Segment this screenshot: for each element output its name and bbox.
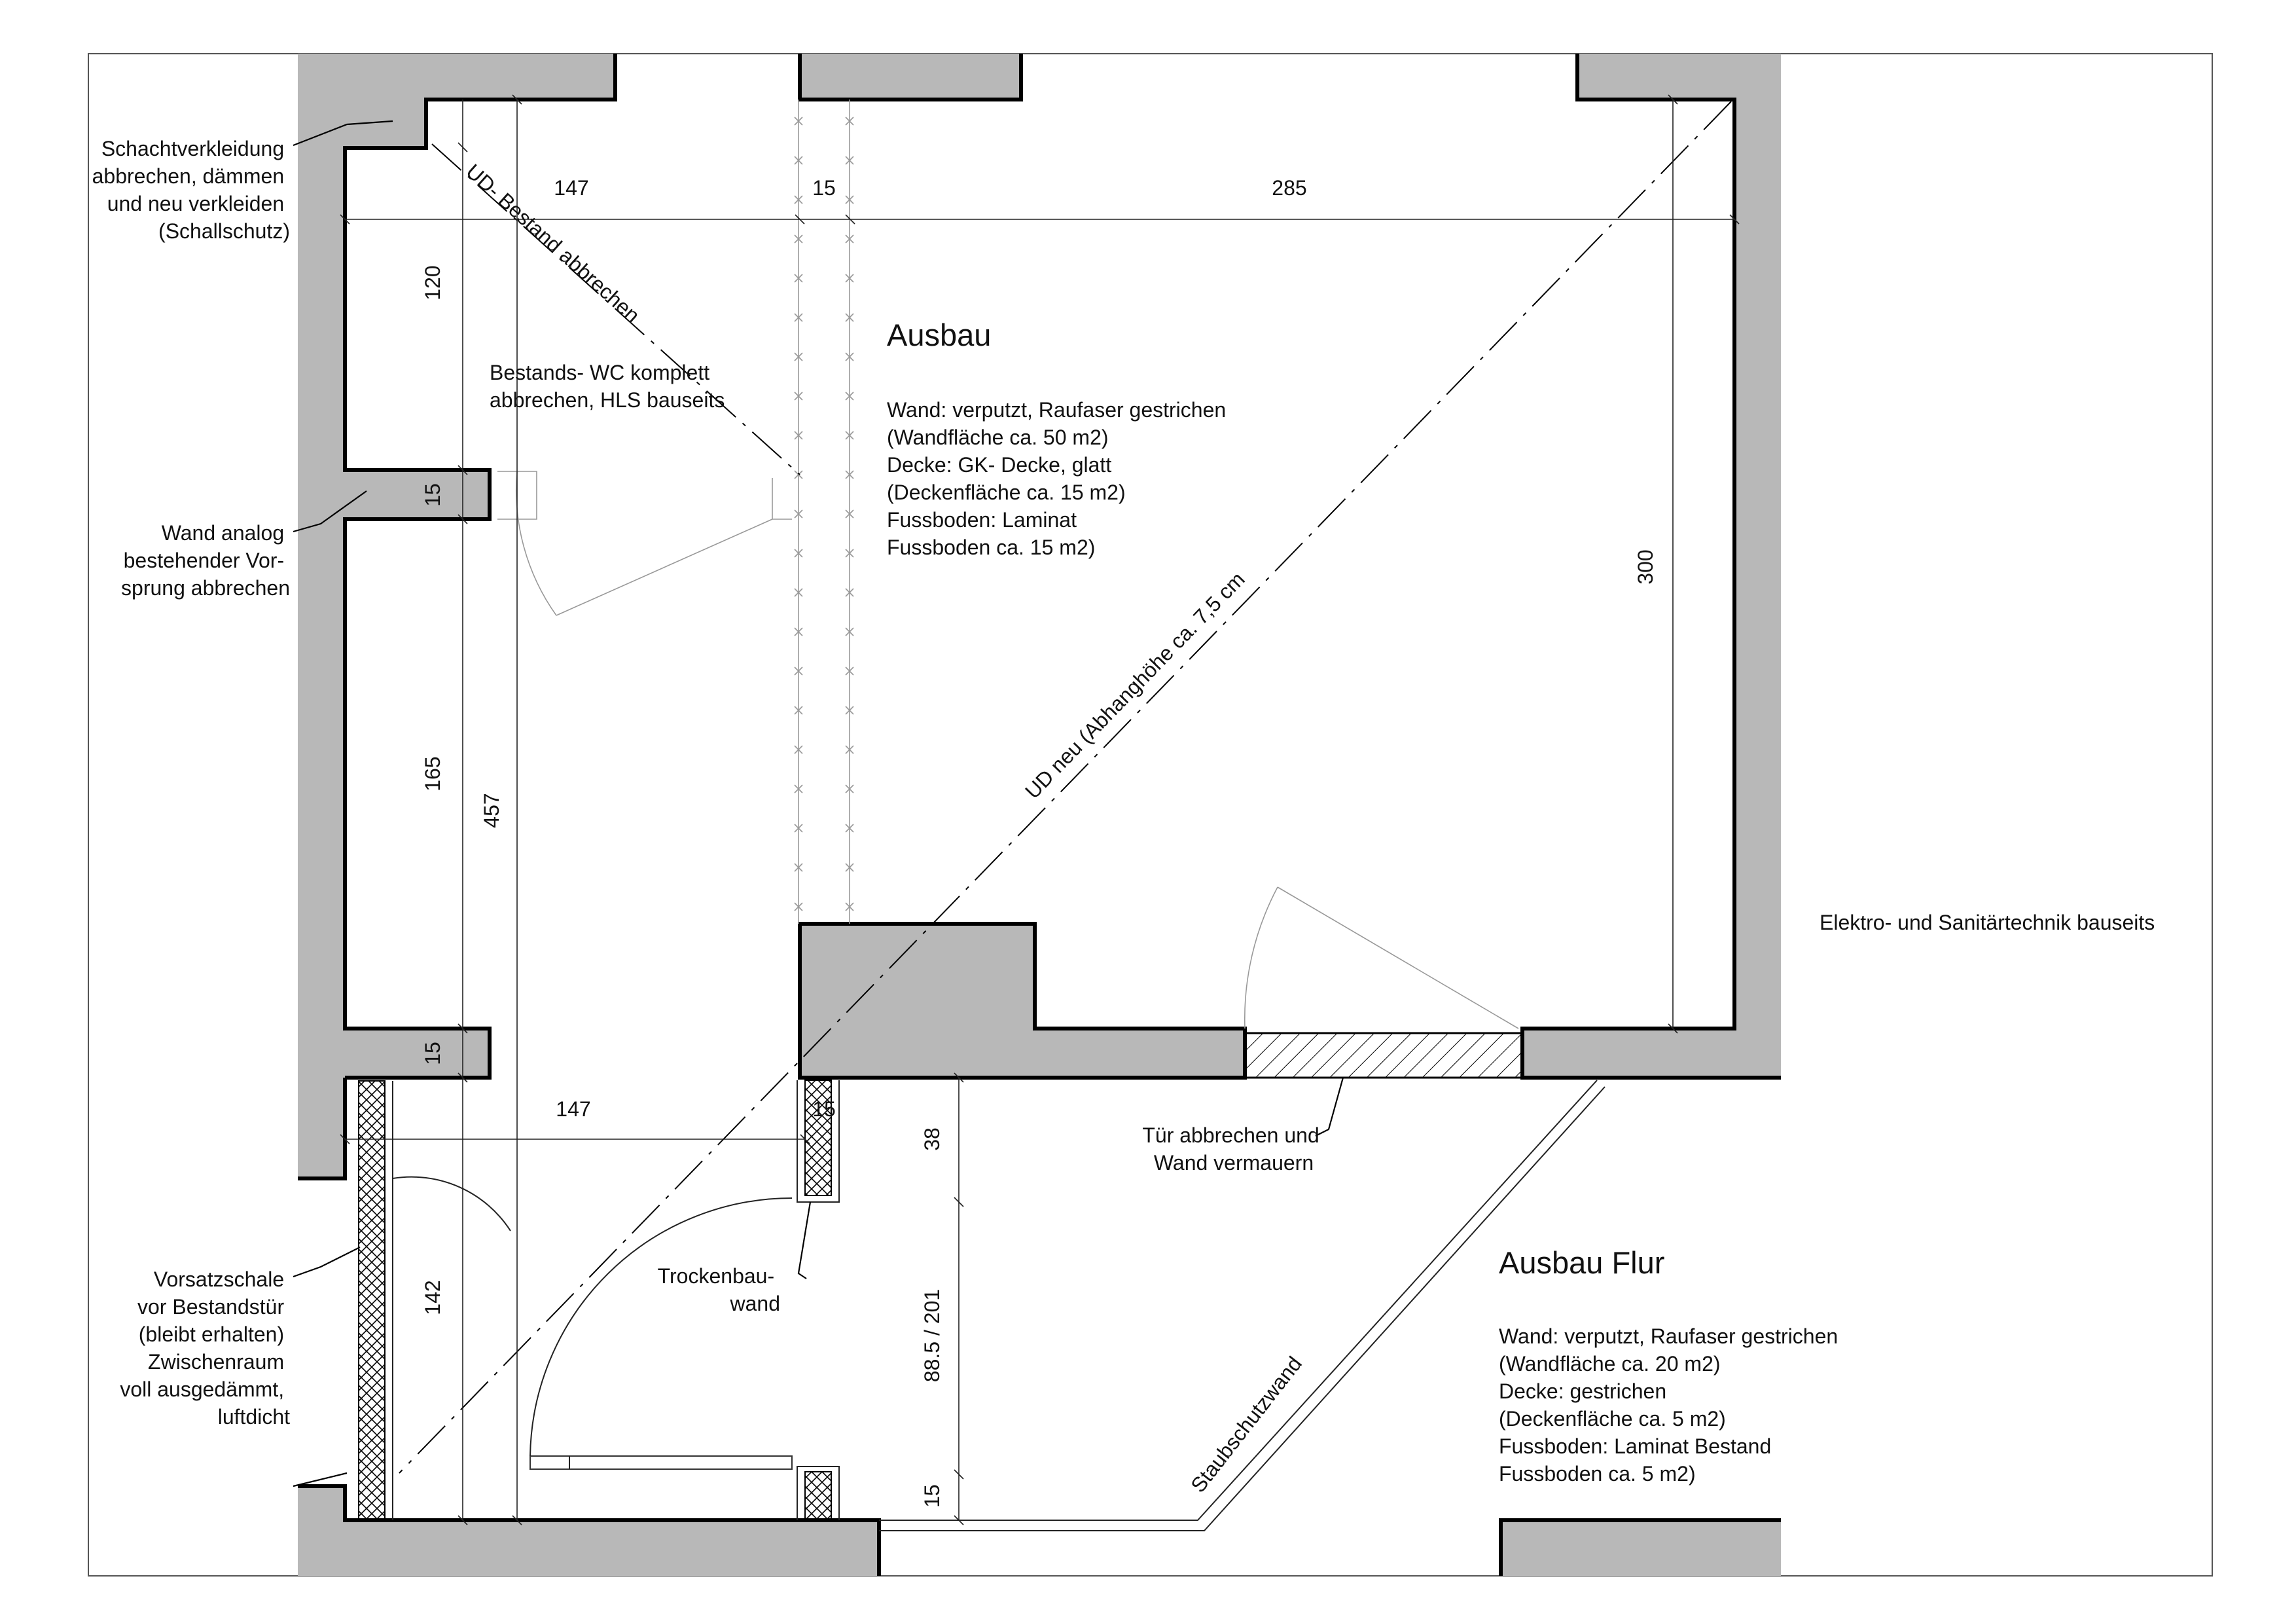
- sheet-frame: [88, 53, 2213, 1577]
- stud-partition: [794, 100, 854, 924]
- dim-lower-width: 147: [556, 1097, 590, 1121]
- drywall-lower: [804, 1471, 832, 1521]
- dim-lower-wall: 15: [812, 1097, 836, 1121]
- dim-left-middle-height: 165: [421, 756, 444, 791]
- wc-door-old: [497, 471, 792, 616]
- vorsatzschale-panel: [358, 1080, 386, 1521]
- ceiling-centerline: [399, 101, 1732, 1474]
- note-wand-analog: Wand analog bestehender Vor- sprung abbr…: [121, 521, 290, 600]
- dim-left-upper-height: 120: [421, 265, 444, 300]
- note-trockenbau: Trockenbau- wand: [658, 1264, 780, 1315]
- drywall-upper: [804, 1080, 832, 1196]
- note-tuer: Tür abbrechen und Wand vermauern: [1142, 1123, 1325, 1175]
- ud-existing-line: [431, 143, 800, 475]
- room-flur-title: Ausbau Flur: [1499, 1245, 1664, 1280]
- dim-door-opening: 88.5 / 201: [920, 1289, 944, 1382]
- note-vorsatzschale: Vorsatzschale vor Bestandstür (bleibt er…: [120, 1267, 290, 1429]
- room-ausbau-title: Ausbau: [887, 318, 991, 352]
- door-leaf: [529, 1455, 793, 1470]
- note-ud-neu: UD neu (Abhanghöhe ca. 7,5 cm: [1020, 568, 1249, 803]
- dim-right-height: 300: [1634, 549, 1657, 584]
- door-swing-arc: [529, 1197, 793, 1457]
- dim-left-total-height: 457: [480, 793, 503, 828]
- dim-top-mid-width: 15: [812, 176, 836, 200]
- dim-door-bottom: 15: [920, 1484, 944, 1508]
- note-schacht: Schachtverkleidung abbrechen, dämmen und…: [92, 137, 290, 243]
- dust-wall: [879, 1080, 1598, 1521]
- dim-door-top: 38: [920, 1127, 944, 1151]
- note-staubschutz: Staubschutzwand: [1186, 1352, 1306, 1497]
- note-wc: Bestands- WC komplett abbrechen, HLS bau…: [490, 361, 725, 412]
- note-elektro: Elektro- und Sanitärtechnik bauseits: [1820, 911, 2155, 934]
- dim-left-wall-a: 15: [421, 483, 444, 507]
- dim-top-right-width: 285: [1272, 176, 1306, 200]
- room-flur-specs: Wand: verputzt, Raufaser gestrichen (Wan…: [1499, 1324, 1844, 1486]
- ausbau-door-old: [1244, 886, 1519, 1029]
- room-ausbau-specs: Wand: verputzt, Raufaser gestrichen (Wan…: [887, 398, 1232, 559]
- dim-lower-left-height: 142: [421, 1280, 444, 1315]
- dimension-lines: [340, 94, 1740, 1525]
- dim-left-wall-b: 15: [421, 1042, 444, 1065]
- walls: [298, 54, 1781, 1576]
- dim-top-left-width: 147: [554, 176, 588, 200]
- door-bricked-up: [1244, 1032, 1524, 1079]
- leader-lines: [293, 120, 1344, 1487]
- note-ud-bestand: UD- Bestand abbrechen: [461, 159, 644, 327]
